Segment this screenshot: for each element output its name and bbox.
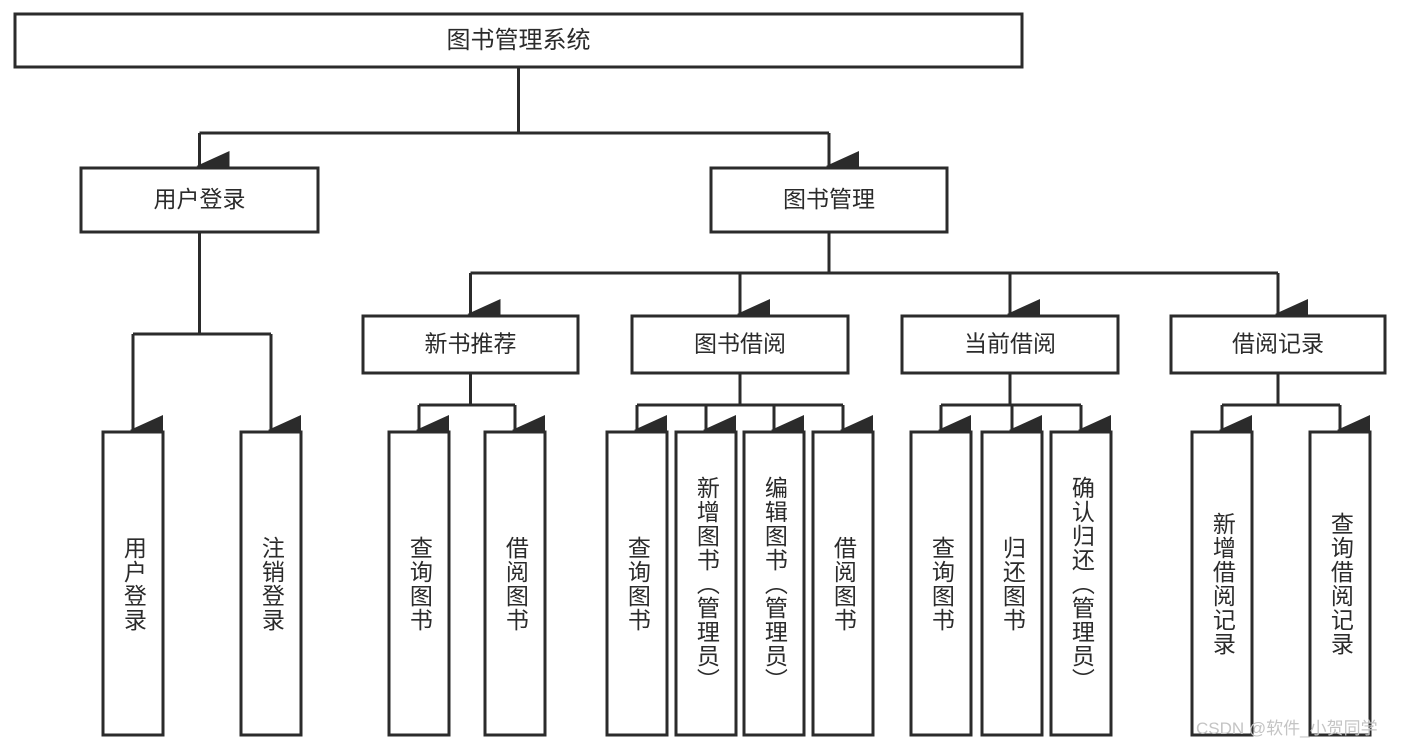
node-level3-label-1: 图书借阅 bbox=[694, 331, 786, 357]
node-leaf-4[interactable] bbox=[605, 430, 669, 737]
node-leaf-0[interactable] bbox=[101, 430, 165, 737]
node-leaf-3[interactable] bbox=[483, 430, 547, 737]
node-level3-3[interactable] bbox=[1169, 314, 1387, 375]
node-leaf-9[interactable] bbox=[980, 430, 1044, 737]
node-root-label: 图书管理系统 bbox=[447, 27, 591, 54]
connector-layer bbox=[130, 67, 1370, 445]
node-root[interactable] bbox=[13, 12, 1024, 69]
node-leaf-6[interactable] bbox=[742, 430, 806, 737]
node-level2-1[interactable] bbox=[709, 166, 949, 234]
node-leaf-2[interactable] bbox=[387, 430, 451, 737]
node-leaf-12[interactable] bbox=[1308, 430, 1372, 737]
node-leaf-5[interactable] bbox=[674, 430, 738, 737]
node-level3-label-0: 新书推荐 bbox=[425, 331, 517, 357]
node-level2-0[interactable] bbox=[79, 166, 320, 234]
node-leaf-11[interactable] bbox=[1190, 430, 1254, 737]
node-leaf-10[interactable] bbox=[1049, 430, 1113, 737]
node-level3-label-2: 当前借阅 bbox=[964, 331, 1056, 357]
node-level2-label-1: 图书管理 bbox=[783, 186, 875, 212]
node-box-layer bbox=[13, 12, 1387, 737]
node-level2-label-0: 用户登录 bbox=[154, 186, 246, 212]
node-level3-1[interactable] bbox=[630, 314, 850, 375]
node-level3-2[interactable] bbox=[900, 314, 1120, 375]
node-leaf-8[interactable] bbox=[909, 430, 973, 737]
node-leaf-7[interactable] bbox=[811, 430, 875, 737]
node-level3-label-3: 借阅记录 bbox=[1232, 331, 1324, 357]
node-level3-0[interactable] bbox=[361, 314, 580, 375]
node-leaf-1[interactable] bbox=[239, 430, 303, 737]
